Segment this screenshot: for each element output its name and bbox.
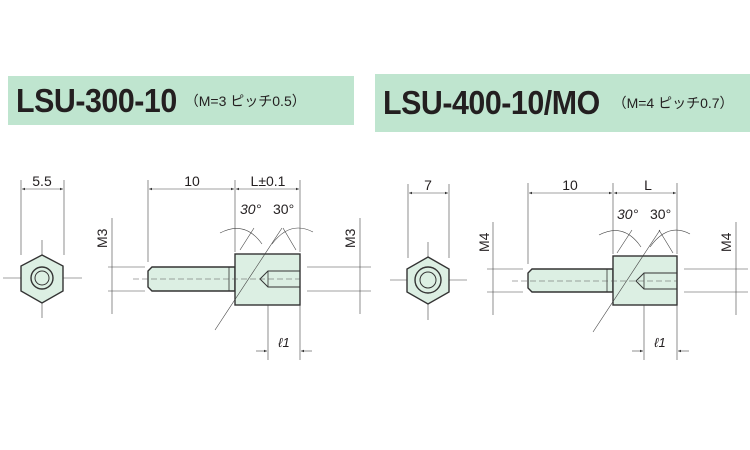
hex-width-label: 5.5 xyxy=(32,173,52,189)
side-view: 10 L±0.1 30° 30° M3 M3 ℓ1 xyxy=(94,173,371,360)
depth-label: ℓ1 xyxy=(654,335,665,350)
body-length-label: L±0.1 xyxy=(251,173,286,189)
thread-right-label: M4 xyxy=(718,232,734,252)
part-spec: （M=3 ピッチ0.5） xyxy=(184,92,306,109)
thread-right-label: M3 xyxy=(342,228,358,248)
end-view-hex: 7 xyxy=(390,177,467,320)
stud-length-label: 10 xyxy=(184,173,200,189)
angle-left-label: 30° xyxy=(617,206,639,222)
stud-length-label: 10 xyxy=(562,177,578,193)
body-length-label: L xyxy=(644,177,652,193)
angle-left-label: 30° xyxy=(240,201,262,217)
part-header-lsu-300-10: LSU-300-10 （M=3 ピッチ0.5） xyxy=(8,76,354,125)
depth-label: ℓ1 xyxy=(278,335,289,350)
part-header-lsu-400-10-mo: LSU-400-10/MO （M=4 ピッチ0.7） xyxy=(375,74,750,132)
angle-right-label: 30° xyxy=(650,206,671,222)
drawing-lsu-300-10: 5.5 10 L±0.1 30° 30° xyxy=(3,173,371,360)
side-view: 10 L 30° 30° M4 M4 ℓ1 xyxy=(476,177,748,360)
thread-left-label: M3 xyxy=(94,228,110,248)
angle-right-label: 30° xyxy=(273,201,294,217)
part-spec: （M=4 ピッチ0.7） xyxy=(612,95,734,111)
part-code: LSU-300-10 xyxy=(16,81,177,119)
end-view-hex: 5.5 xyxy=(3,173,82,318)
drawing-lsu-400-10-mo: 7 10 L 30° 30° M4 xyxy=(390,177,748,360)
hex-width-label: 7 xyxy=(424,177,432,193)
part-code: LSU-400-10/MO xyxy=(383,84,600,121)
thread-left-label: M4 xyxy=(476,232,492,252)
